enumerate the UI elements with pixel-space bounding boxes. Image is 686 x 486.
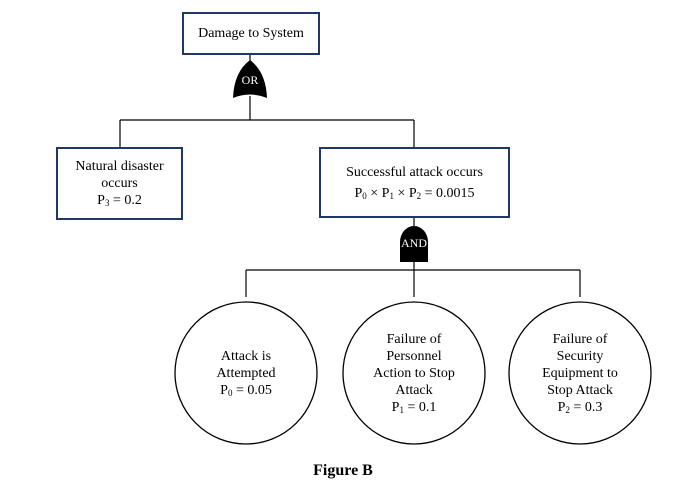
top-event-box: Damage to System [182,12,320,55]
successful-attack-box: Successful attack occurs P0 × P1 × P2 = … [319,147,510,218]
event-0-line: Attempted [216,365,276,381]
successful-attack-line1: Successful attack occurs [346,164,483,180]
and-gate-icon [400,226,428,262]
basic-event-equipment-failure: Failure of Security Equipment to Stop At… [515,302,645,444]
event-1-probability: P1 = 0.1 [391,399,437,415]
and-gate-label: AND [401,236,427,250]
event-1-line: Action to Stop [373,365,455,381]
natural-disaster-line2: occurs [101,176,138,191]
event-2-line: Security [556,348,604,364]
top-event-label: Damage to System [198,26,304,41]
successful-attack-formula: P0 × P1 × P2 = 0.0015 [354,185,475,201]
figure-caption: Figure B [313,462,373,479]
event-2-probability: P2 = 0.3 [557,399,603,415]
event-1-line: Failure of [386,331,442,347]
basic-event-circle-1 [342,301,486,445]
basic-event-circle-0 [174,301,318,445]
event-2-line: Failure of [552,331,608,347]
event-1-line: Attack [395,382,433,398]
natural-disaster-line1: Natural disaster [75,159,164,174]
basic-event-circle-2 [508,301,652,445]
event-2-line: Stop Attack [547,382,613,398]
basic-event-attack-attempted: Attack is Attempted P0 = 0.05 [181,302,311,444]
natural-disaster-box: Natural disaster occurs P3 = 0.2 [56,147,183,220]
event-2-line: Equipment to [542,365,618,381]
natural-disaster-probability: P3 = 0.2 [97,193,142,208]
or-gate-icon [233,60,267,98]
event-0-probability: P0 = 0.05 [220,382,272,398]
event-0-line: Attack is [220,348,272,364]
or-gate-label: OR [241,73,259,87]
basic-event-personnel-failure: Failure of Personnel Action to Stop Atta… [349,302,479,444]
event-1-line: Personnel [386,348,442,364]
